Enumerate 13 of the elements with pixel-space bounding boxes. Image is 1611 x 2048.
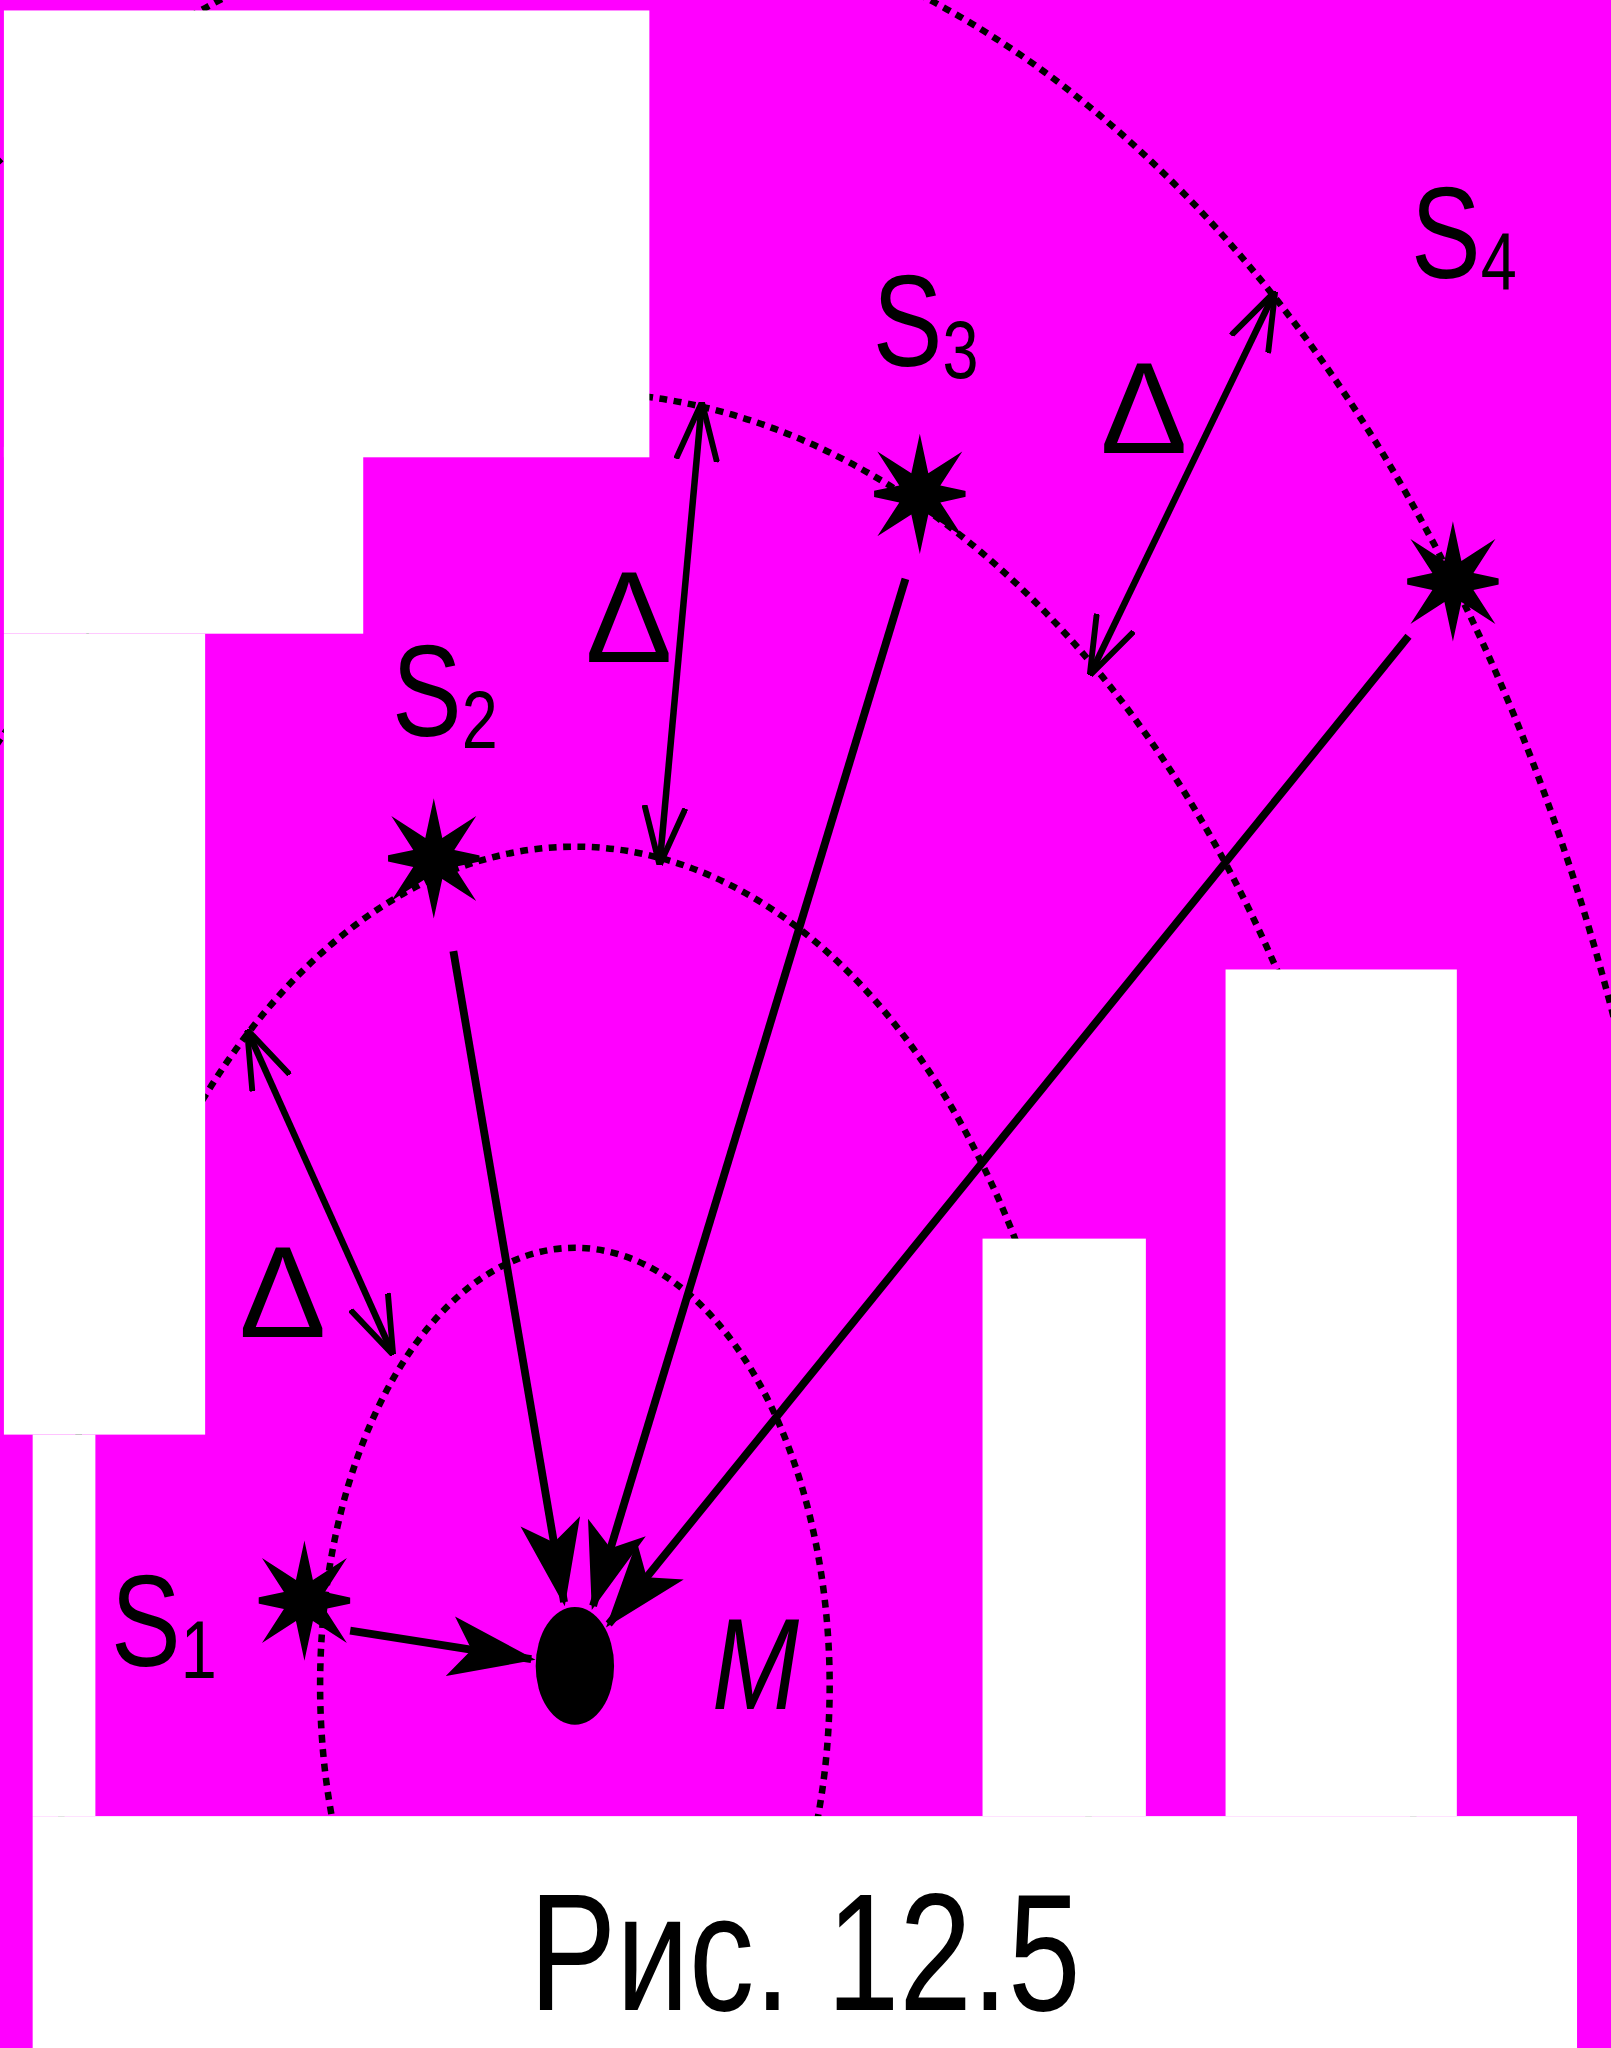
gap-symbol: Δ bbox=[585, 551, 673, 683]
point-label: M bbox=[712, 1597, 800, 1729]
source-label: S$_{2}$ bbox=[391, 624, 498, 761]
arrow bbox=[605, 633, 1412, 1628]
gap-symbol: Δ bbox=[1100, 342, 1188, 473]
figure-caption: Рис. 12.5 bbox=[529, 1868, 1081, 2036]
gap-symbol: Δ bbox=[239, 1225, 327, 1357]
arrow bbox=[349, 1616, 536, 1677]
arrow bbox=[449, 950, 581, 1607]
arrow bbox=[588, 577, 910, 1611]
source-label: S$_{4}$ bbox=[1411, 167, 1517, 304]
source-label: S$_{3}$ bbox=[872, 254, 979, 392]
source-label: S$_{1}$ bbox=[111, 1554, 217, 1692]
